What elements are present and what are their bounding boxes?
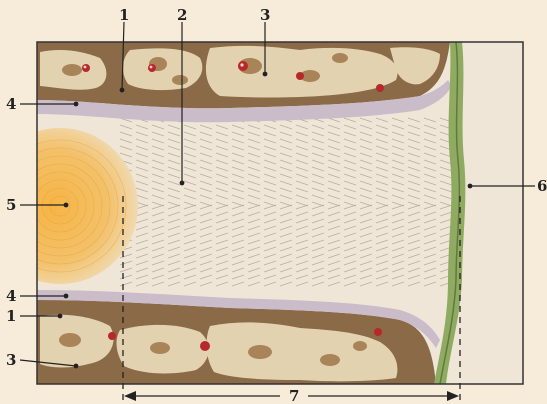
label-6: 6 xyxy=(537,177,547,195)
label-7: 7 xyxy=(289,387,299,404)
label-1-bottom: 1 xyxy=(6,307,16,325)
label-3-top: 3 xyxy=(260,6,270,24)
label-4-bottom: 4 xyxy=(6,287,16,305)
label-3-bottom: 3 xyxy=(6,351,16,369)
label-2-top: 2 xyxy=(177,6,187,24)
label-1-top: 1 xyxy=(119,6,129,24)
label-4-top: 4 xyxy=(6,95,16,113)
label-5: 5 xyxy=(6,196,16,214)
